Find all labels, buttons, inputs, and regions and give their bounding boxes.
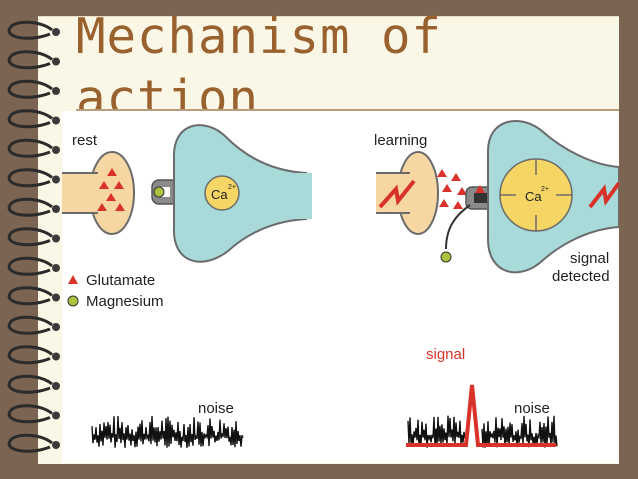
- legend-glutamate-label: Glutamate: [86, 272, 155, 289]
- glutamate-legend-icon: [68, 275, 78, 284]
- spiral-coil: [7, 256, 60, 276]
- spiral-coil: [7, 138, 60, 158]
- spiral-coil: [7, 50, 60, 70]
- spiral-coil: [7, 433, 60, 453]
- calcium-spread-lines: [500, 159, 572, 231]
- noise-waveform: [407, 415, 466, 448]
- noise-waveform: [481, 415, 558, 448]
- slide-title-line-1: Mechanism of: [76, 8, 443, 65]
- calcium-label-learning: Ca: [525, 189, 542, 204]
- glutamate-cluster-rest: [97, 168, 125, 211]
- spiral-coil: [7, 20, 60, 40]
- calcium-rest: [204, 175, 240, 211]
- noise-waveform: [91, 415, 244, 448]
- action-potential-bolt-right: [588, 181, 619, 209]
- noise-label-left: noise: [198, 400, 234, 417]
- slide-title-line-2: action: [76, 70, 260, 110]
- learning-label: learning: [374, 132, 427, 149]
- signal-trace: [406, 384, 556, 447]
- noise-label-right: noise: [514, 400, 550, 417]
- spiral-coil: [7, 227, 60, 247]
- spiral-coil: [7, 315, 60, 335]
- noise-trace-rest: [91, 415, 244, 448]
- spiral-coil: [7, 345, 60, 365]
- glutamate-cluster-learning: [437, 169, 467, 209]
- signal-detected-line-2: detected: [552, 268, 610, 285]
- spiral-coil: [7, 168, 60, 188]
- spiral-binding: [7, 20, 60, 453]
- signal-detected-line-1: signal: [570, 250, 609, 267]
- noise-trace-learning: [407, 415, 558, 448]
- calcium-charge-rest: 2+: [228, 184, 236, 191]
- rest-label: rest: [72, 132, 98, 149]
- spiral-coil: [7, 374, 60, 394]
- signal-label: signal: [426, 346, 465, 363]
- title-divider: [76, 109, 619, 111]
- spiral-coil: [7, 79, 60, 99]
- axon-terminal-learning: [376, 151, 439, 235]
- action-potential-bolt-left: [378, 179, 416, 209]
- spiral-coil: [7, 197, 60, 217]
- spiral-coil: [7, 286, 60, 306]
- axon-terminal-rest: [62, 151, 135, 235]
- spiral-coil: [7, 404, 60, 424]
- calcium-charge-learning: 2+: [541, 186, 549, 193]
- calcium-label-rest: Ca: [211, 187, 228, 202]
- spiral-coil: [7, 109, 60, 129]
- synapse-figure: rest Ca 2+: [62, 111, 619, 463]
- magnesium-legend-icon: [67, 295, 79, 307]
- synapse-diagram: rest Ca 2+: [62, 120, 619, 448]
- legend-magnesium-label: Magnesium: [86, 293, 164, 310]
- slide-title: Mechanism of action: [76, 6, 616, 110]
